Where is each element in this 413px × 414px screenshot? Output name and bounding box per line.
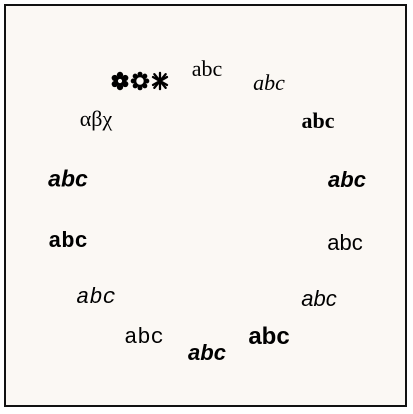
- sample-text-serif: abc: [191, 56, 223, 81]
- sample-text-serif-italic: abc: [253, 70, 285, 95]
- sample-text-sans-bold-italic: abc: [328, 167, 366, 192]
- sample-text-sans-bold-italic-2: abc: [188, 340, 226, 365]
- sample-text-greek: αβχ: [79, 106, 113, 131]
- sample-text-sans-italic: abc: [301, 286, 337, 311]
- sample-text-sans-bold: abc: [248, 323, 290, 350]
- dingbat-sample: [111, 71, 170, 91]
- asterisk-icon: [151, 71, 169, 91]
- ring-icon: [130, 71, 150, 91]
- sample-text-sans-bold-italic-3: abc: [48, 165, 88, 192]
- sample-text-sans: abc: [327, 230, 363, 255]
- sample-text-mono-bold: abc: [48, 229, 88, 254]
- sample-text-mono: abc: [124, 325, 164, 350]
- sample-text-mono-italic: abc: [76, 285, 116, 310]
- flower-icon: [111, 71, 129, 91]
- font-sample-panel: abc abc abc abc abc abc abc abc abc abc …: [4, 4, 407, 407]
- sample-text-serif-bold: abc: [301, 108, 335, 133]
